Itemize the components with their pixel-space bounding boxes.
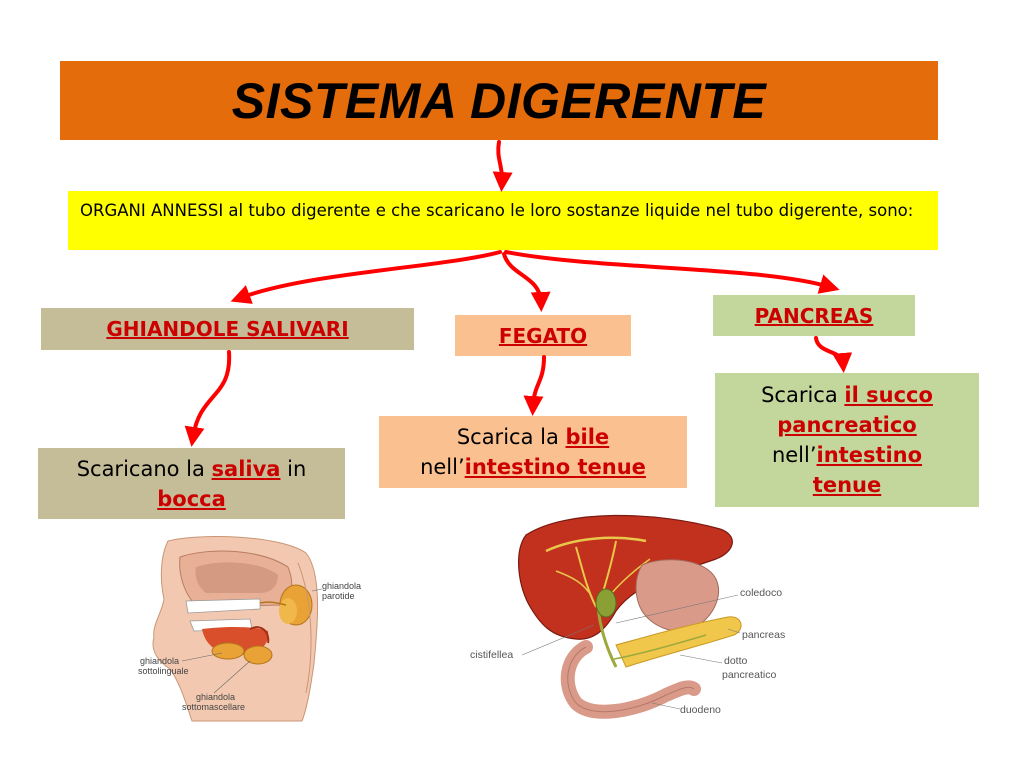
arrow-title-to-intro	[492, 140, 513, 192]
page-title: SISTEMA DIGERENTE	[231, 72, 767, 129]
fegato-desc-line1: Scarica la bile	[457, 422, 609, 452]
organ-pancreas-box: PANCREAS	[713, 295, 915, 336]
title-banner: SISTEMA DIGERENTE	[60, 61, 938, 140]
desc-text: Scaricano la	[76, 456, 212, 481]
arrow-fegato-to-desc	[523, 355, 546, 416]
arrow-intro-to-salivari	[230, 250, 502, 304]
desc-keyword: intestino tenue	[464, 455, 646, 479]
pancreas-desc-line1: Scarica il succo	[761, 380, 933, 410]
organ-salivari-box: GHIANDOLE SALIVARI	[41, 308, 414, 350]
pancreas-description: Scarica il succo pancreatico nell’intest…	[715, 373, 979, 507]
fegato-description: Scarica la bile nell’intestino tenue	[379, 416, 687, 488]
label-sottolinguale-2: sottolinguale	[138, 666, 189, 676]
pancreas-desc-line4: tenue	[813, 470, 881, 500]
desc-keyword: tenue	[812, 473, 882, 497]
liver-pancreas-illustration: coledoco pancreas dotto pancreatico cist…	[470, 514, 785, 719]
label-pancreas: pancreas	[742, 629, 785, 641]
label-parotide-1: ghiandola	[322, 581, 361, 591]
desc-text: Scarica la	[456, 425, 566, 449]
label-sottomascellare-2: sottomascellare	[182, 702, 245, 712]
pancreas-desc-line3: nell’intestino	[772, 440, 922, 470]
arrow-salivari-to-desc	[184, 350, 232, 447]
label-coledoco: coledoco	[740, 587, 782, 599]
label-dotto-1: dotto	[724, 655, 748, 667]
label-parotide-2: parotide	[322, 591, 355, 601]
salivari-desc-line1: Scaricano la saliva in	[77, 454, 307, 484]
desc-keyword: il succo	[844, 383, 933, 407]
label-dotto-2: pancreatico	[722, 669, 776, 681]
salivari-desc-line2: bocca	[157, 484, 226, 514]
salivari-description: Scaricano la saliva in bocca	[38, 448, 345, 519]
arrow-pancreas-to-desc	[814, 336, 853, 373]
desc-text: Scarica	[761, 383, 845, 407]
organ-fegato-box: FEGATO	[455, 315, 631, 356]
desc-keyword: bile	[565, 425, 610, 449]
label-cistifellea: cistifellea	[470, 649, 513, 661]
desc-keyword: intestino	[816, 443, 923, 467]
arrow-intro-to-fegato	[502, 252, 551, 312]
desc-keyword: bocca	[157, 486, 226, 511]
salivary-glands-illustration: ghiandola parotide ghiandola sottolingua…	[138, 536, 361, 722]
label-duodeno: duodeno	[680, 704, 721, 716]
organ-pancreas-label: PANCREAS	[754, 303, 874, 328]
desc-keyword: pancreatico	[777, 413, 917, 437]
desc-text: in	[280, 456, 307, 481]
label-sottolinguale-1: ghiandola	[140, 656, 179, 666]
arrow-intro-to-pancreas	[504, 250, 840, 294]
desc-keyword: saliva	[211, 456, 281, 481]
organ-salivari-label: GHIANDOLE SALIVARI	[106, 317, 349, 341]
pancreas-desc-line2: pancreatico	[777, 410, 916, 440]
fegato-desc-line2: nell’intestino tenue	[420, 452, 646, 482]
organ-fegato-label: FEGATO	[498, 323, 588, 348]
intro-box: ORGANI ANNESSI al tubo digerente e che s…	[68, 191, 938, 250]
label-sottomascellare-1: ghiandola	[196, 692, 235, 702]
desc-text: nell’	[771, 443, 817, 467]
desc-text: nell’	[420, 455, 465, 479]
